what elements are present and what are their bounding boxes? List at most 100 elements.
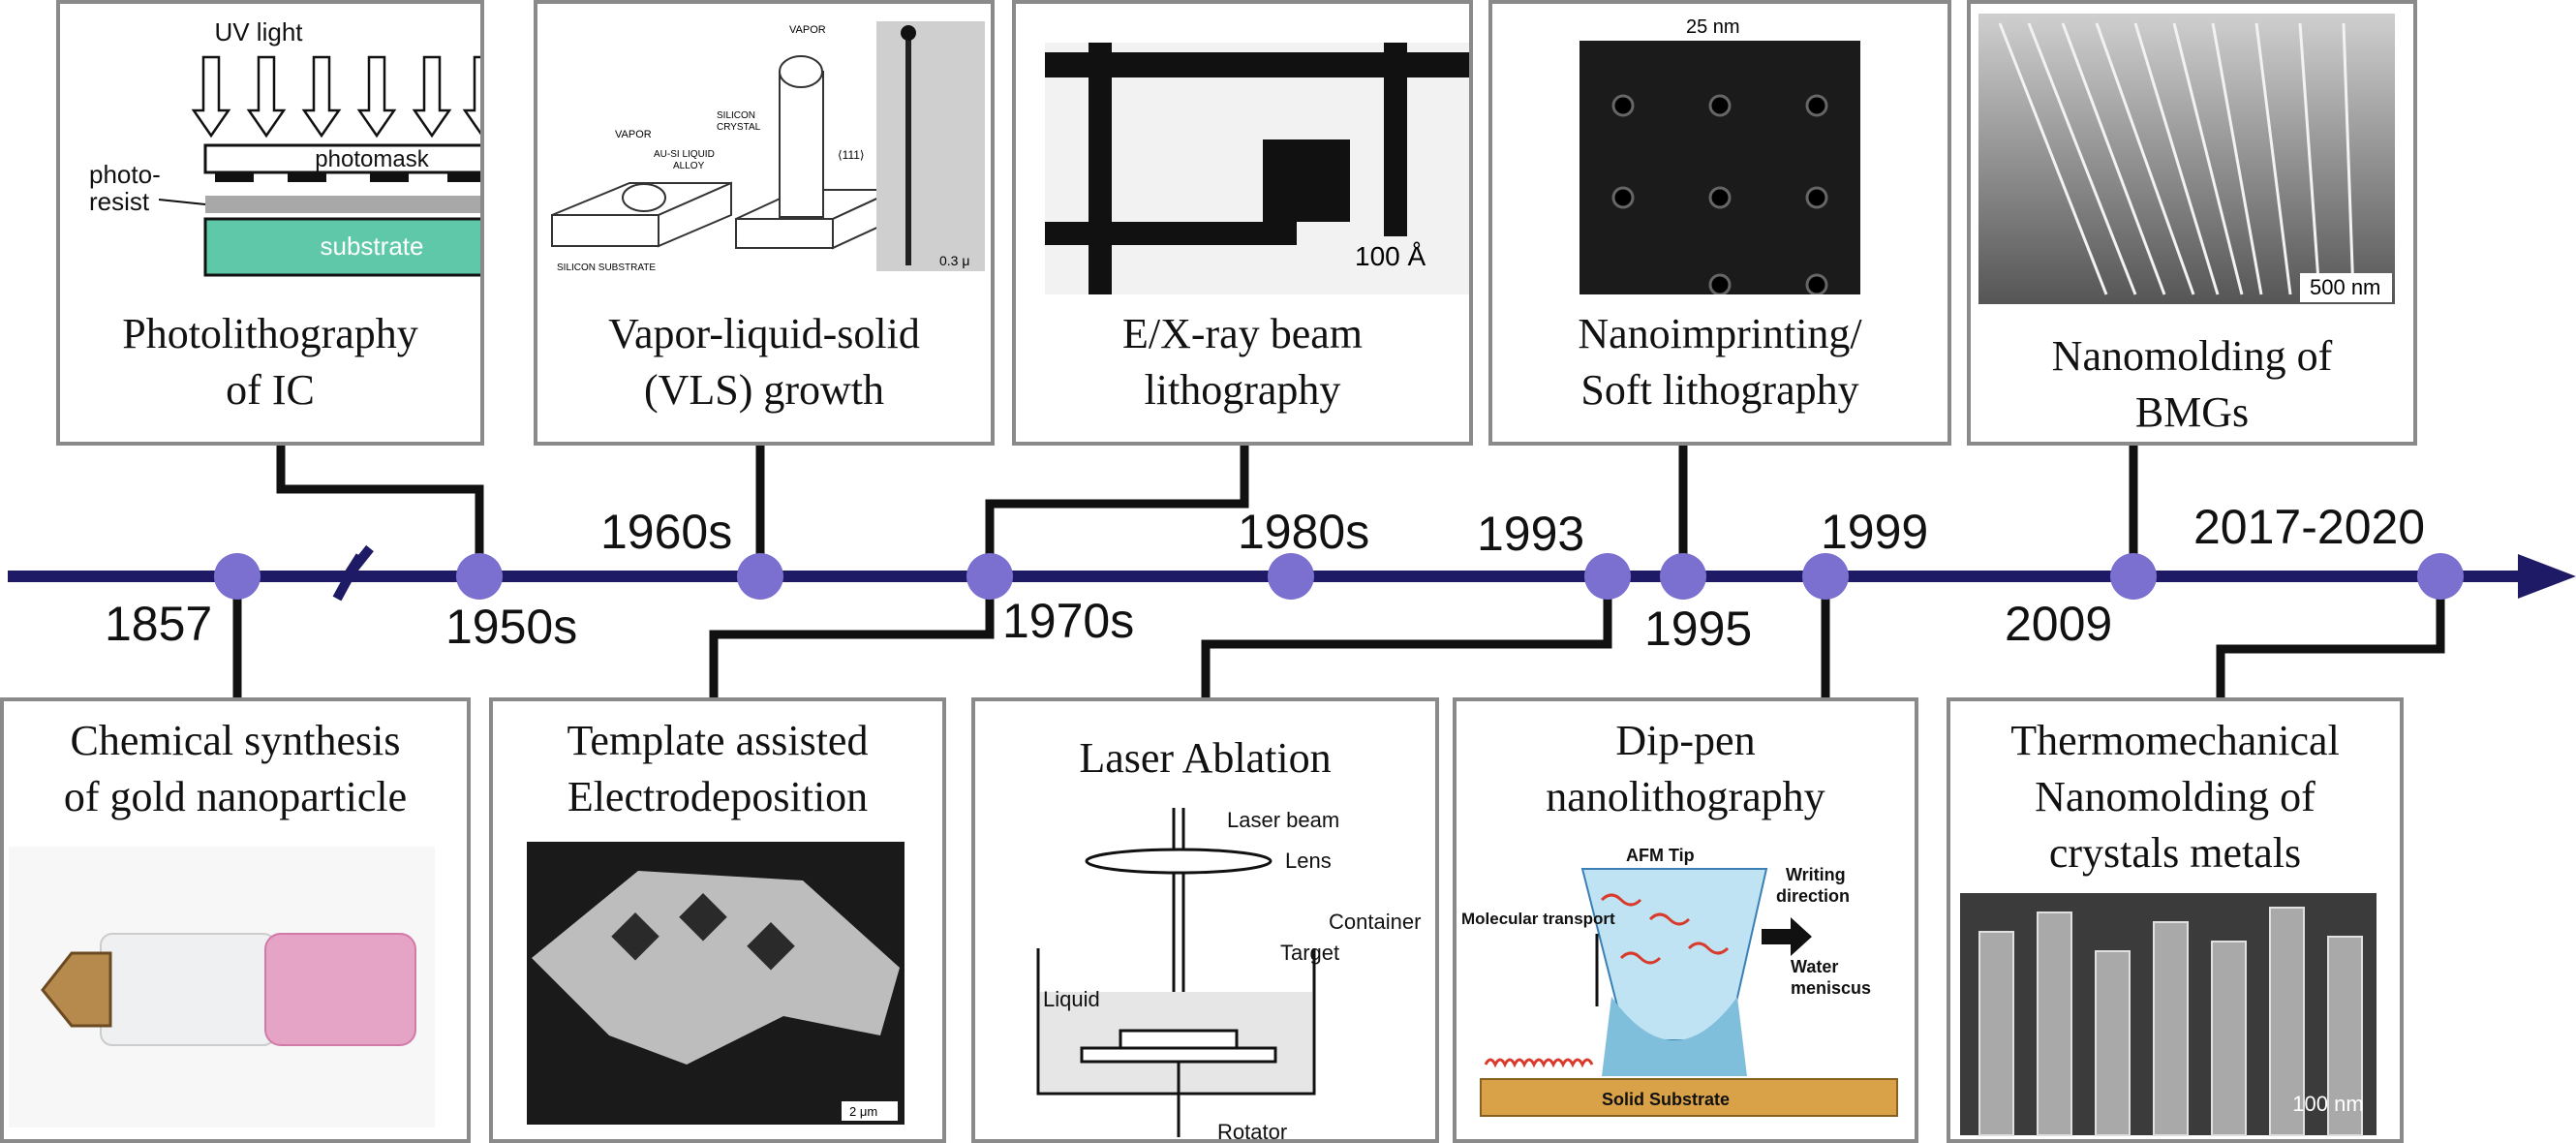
lens-label: Lens	[1285, 849, 1332, 873]
node-1993	[1584, 553, 1631, 600]
year-label-1993: 1993	[1477, 507, 1585, 561]
photoresist-layer	[205, 196, 480, 213]
vial-clear-part	[100, 933, 276, 1046]
writing-label-1: Writing	[1786, 865, 1846, 884]
vls-tip	[901, 25, 916, 41]
year-label-1999: 1999	[1821, 505, 1929, 559]
silicon-crystal-label-1: SILICON	[717, 110, 755, 121]
uv-arrows	[191, 55, 480, 139]
substrate-label: substrate	[321, 232, 424, 261]
water-label-1: Water	[1791, 957, 1838, 976]
template-scale-label: 2 μm	[849, 1104, 877, 1119]
laser-beam-label: Laser beam	[1227, 808, 1339, 832]
silicon-crystal-label-2: CRYSTAL	[717, 122, 761, 133]
year-nodes	[214, 553, 2464, 600]
dippen-diagram: AFM Tip Writing direction Molecular tran…	[1461, 846, 1898, 1117]
connector-laser	[1201, 576, 1612, 697]
afm-tip-label: AFM Tip	[1626, 846, 1695, 865]
card-nanoimprint: 25 nm Nanoimprinting/ Soft lithography	[1488, 0, 1951, 446]
nanoimprint-micrograph: 25 nm	[1579, 16, 1860, 294]
molecular-transport-label: Molecular transport	[1461, 910, 1615, 928]
connector-template	[709, 576, 995, 697]
alloy-label-1: AU-SI LIQUID	[654, 149, 715, 160]
title-nanoimprint: Nanoimprinting/ Soft lithography	[1578, 310, 1862, 414]
mask-pattern	[215, 172, 480, 182]
connector-photolithography	[276, 446, 484, 572]
card-ebeam: 100 Å E/X-ray beam lithography	[1012, 0, 1473, 446]
node-1970s	[966, 553, 1013, 600]
thermo-pillars	[1978, 907, 2363, 1136]
title-dippen: Dip-pen nanolithography	[1546, 717, 1825, 820]
uv-light-label: UV light	[214, 17, 303, 46]
solid-substrate-label: Solid Substrate	[1602, 1090, 1730, 1109]
title-photolithography: Photolithography of IC	[122, 310, 418, 414]
axis-arrowhead	[2518, 554, 2576, 599]
nanoimprint-holes	[1611, 94, 1828, 294]
vls-left-block	[551, 181, 732, 248]
template-scale-box	[842, 1101, 898, 1121]
direction-label: ⟨111⟩	[838, 148, 865, 162]
vapor-left-label: VAPOR	[615, 129, 652, 140]
template-micrograph: 2 μm	[527, 842, 905, 1125]
ebeam-scale-label: 100 Å	[1355, 241, 1426, 271]
title-thermo: Thermomechanical Nanomolding of crystals…	[2010, 717, 2340, 877]
node-1857	[214, 553, 261, 600]
year-label-1960s: 1960s	[600, 505, 733, 559]
solid-substrate	[1480, 1078, 1898, 1117]
node-1950s	[456, 553, 503, 600]
vls-diagram: VAPOR VAPOR SILICON CRYSTAL AU-SI LIQUID…	[551, 21, 985, 273]
photomask-label: photomask	[315, 146, 429, 172]
water-meniscus	[1602, 997, 1747, 1076]
gold-vial-image	[9, 847, 435, 1128]
year-label-1980s: 1980s	[1238, 505, 1370, 559]
writing-label-2: direction	[1776, 886, 1850, 906]
thermo-micrograph: 100 nm	[1960, 893, 2377, 1136]
vial-pink-solution	[264, 933, 416, 1046]
nanoimprint-scale-label: 25 nm	[1686, 16, 1740, 38]
ebeam-micrograph: 100 Å	[1045, 43, 1469, 294]
water-label-2: meniscus	[1791, 978, 1871, 998]
writing-direction-arrow	[1762, 917, 1812, 956]
photoresist-label-1: photo-	[89, 160, 161, 189]
card-thermo: Thermomechanical Nanomolding of crystals…	[1947, 697, 2404, 1143]
bmg-background	[1978, 14, 2395, 304]
container-label: Container	[1329, 910, 1421, 934]
year-label-1970s: 1970s	[1002, 594, 1135, 648]
target	[1119, 1029, 1239, 1050]
bmg-scale-box	[2300, 273, 2392, 302]
silicon-substrate-label: SILICON SUBSTRATE	[557, 263, 656, 273]
card-laser: Laser Ablation Laser beam Lens Container…	[971, 697, 1439, 1143]
vls-scale-label: 0.3 μ	[939, 253, 969, 268]
title-template: Template assisted Electrodeposition	[567, 717, 869, 820]
ebeam-grid-lines	[1045, 43, 1469, 294]
year-label-1857: 1857	[105, 597, 213, 651]
year-label-2017-2020: 2017-2020	[2193, 500, 2426, 554]
bmg-wires	[1998, 22, 2355, 295]
nanoimprint-background	[1579, 41, 1860, 294]
thermo-scale-label: 100 nm	[2292, 1092, 2363, 1116]
year-label-2009: 2009	[2005, 597, 2113, 651]
connector-thermo	[2216, 576, 2445, 697]
ink-molecules	[1484, 893, 1730, 1068]
node-2017-2020	[2417, 553, 2464, 600]
laser-diagram: Laser beam Lens Container Target Liquid …	[1036, 808, 1421, 1139]
vapor-top-label: VAPOR	[789, 24, 826, 36]
title-laser: Laser Ablation	[1079, 734, 1332, 782]
title-vls: Vapor-liquid-solid (VLS) growth	[608, 310, 920, 414]
year-label-1950s: 1950s	[445, 600, 578, 654]
alloy-label-2: ALLOY	[673, 161, 705, 171]
node-1999	[1802, 553, 1849, 600]
year-label-1995: 1995	[1644, 602, 1753, 656]
bmg-micrograph: 500 nm	[1978, 14, 2395, 304]
target-holder	[1080, 1046, 1277, 1064]
card-template: Template assisted Electrodeposition 2 μm	[489, 697, 946, 1143]
photoresist-pointer	[158, 199, 206, 205]
node-1995	[1660, 553, 1706, 600]
node-1960s	[737, 553, 783, 600]
card-photolithography: UV light photomask substrate photo- resi…	[56, 0, 484, 446]
photoresist-label-2: resist	[89, 187, 150, 216]
target-label: Target	[1280, 941, 1339, 965]
vls-right-block	[735, 55, 897, 250]
title-bmg: Nanomolding of BMGs	[2051, 332, 2333, 436]
